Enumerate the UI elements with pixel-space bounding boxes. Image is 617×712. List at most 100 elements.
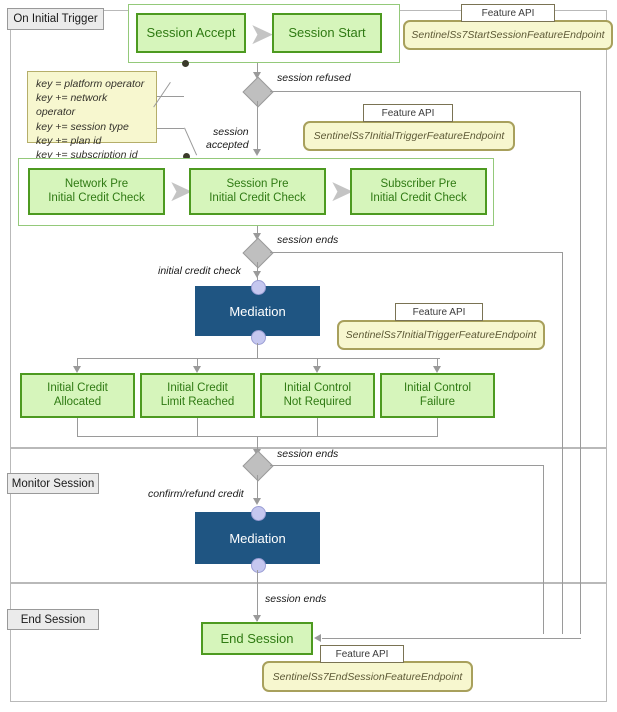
arrow-down-outcome-1 <box>73 366 81 373</box>
box-label: Subscriber Pre Initial Credit Check <box>370 177 467 204</box>
arrow-down-to-prechecks <box>253 149 261 156</box>
feature-api-tab: Feature API <box>461 4 555 22</box>
mediation-initial-port-top <box>251 280 266 295</box>
return-merge-into-end-session <box>322 638 581 639</box>
fanout-drop-3 <box>317 358 318 370</box>
fanout-drop-2 <box>197 358 198 370</box>
session-start-label: Session Start <box>288 25 366 41</box>
edge-label-session-refused: session refused <box>277 72 351 84</box>
box-label: Network Pre Initial Credit Check <box>48 177 145 204</box>
return-line-middle <box>562 252 563 634</box>
arrow-down-to-mediation-monitor <box>253 498 261 505</box>
edge-label-session-ends-2: session ends <box>277 448 339 460</box>
edge-session-ends-1-horizontal <box>270 252 563 253</box>
arrow-left-into-end-session <box>314 634 321 642</box>
feature-api-endpoint: SentinelSs7InitialTriggerFeatureEndpoint <box>345 329 537 341</box>
edge-label-session-accepted-line2: accepted <box>206 139 249 152</box>
mediation-monitor-port-top <box>251 506 266 521</box>
feature-api-tab: Feature API <box>395 303 483 321</box>
edge-prechecks-to-decision2 <box>257 226 258 239</box>
edge-label-session-accepted: session accepted <box>206 126 249 152</box>
lane-monitor-session <box>10 448 607 583</box>
key-note-line: key += subscription id <box>36 148 138 161</box>
lane-label-end-session: End Session <box>7 609 99 630</box>
arrow-down-to-decision1 <box>253 72 261 79</box>
session-accept-box[interactable]: Session Accept <box>136 13 246 53</box>
feature-api-tab-label: Feature API <box>481 7 535 19</box>
feature-api-end-session: SentinelSs7EndSessionFeatureEndpoint <box>262 661 473 692</box>
feature-api-tab: Feature API <box>363 104 453 122</box>
fanin-rise-2 <box>197 418 198 436</box>
feature-api-tab-label: Feature API <box>412 306 466 318</box>
edge-label-session-accepted-line1: session <box>213 126 249 138</box>
return-line-outer <box>580 91 581 634</box>
key-note: key = platform operator key += network o… <box>27 71 157 161</box>
network-pre-initial-credit-check[interactable]: Network Pre Initial Credit Check <box>28 168 165 215</box>
arrow-down-to-mediation-initial <box>253 271 261 278</box>
key-note-anchor-dot-upper <box>182 60 189 67</box>
mediation-label: Mediation <box>229 530 286 546</box>
lane-label-text: On Initial Trigger <box>13 13 98 25</box>
feature-api-endpoint: SentinelSs7StartSessionFeatureEndpoint <box>411 29 605 41</box>
arrow-down-to-end-session <box>253 615 261 622</box>
fanout-bus-top <box>77 358 440 359</box>
fanin-rise-3 <box>317 418 318 436</box>
key-note-line: key += session type <box>36 120 129 133</box>
box-label: Session Pre Initial Credit Check <box>209 177 306 204</box>
lane-label-text: Monitor Session <box>11 477 95 490</box>
end-session-box[interactable]: End Session <box>201 622 313 655</box>
feature-api-initial-trigger-upper: SentinelSs7InitialTriggerFeatureEndpoint <box>303 121 515 151</box>
fanin-rise-4 <box>437 418 438 436</box>
edge-decision3-to-mediation-monitor <box>257 475 258 500</box>
feature-api-initial-trigger-lower: SentinelSs7InitialTriggerFeatureEndpoint <box>337 320 545 350</box>
lane-label-on-initial-trigger: On Initial Trigger <box>7 8 104 30</box>
flow-arrow-icon: ➤ <box>329 175 355 208</box>
edge-start-to-decision1 <box>257 63 258 76</box>
subscriber-pre-initial-credit-check[interactable]: Subscriber Pre Initial Credit Check <box>350 168 487 215</box>
feature-api-tab-label: Feature API <box>335 648 389 660</box>
mediation-label: Mediation <box>229 303 286 319</box>
edge-fanin-to-decision3 <box>257 436 258 454</box>
key-note-anchor-dot-lower <box>183 153 190 160</box>
end-session-label: End Session <box>220 630 294 646</box>
fanout-drop-4 <box>437 358 438 370</box>
lane-end-session <box>10 583 607 702</box>
key-note-line: key += network operator <box>36 92 108 119</box>
edge-session-refused-horizontal <box>270 91 581 92</box>
feature-api-endpoint: SentinelSs7EndSessionFeatureEndpoint <box>272 670 463 683</box>
lane-label-monitor-session: Monitor Session <box>7 473 99 494</box>
edge-mediation-to-fanout <box>257 343 258 358</box>
fanout-drop-1 <box>77 358 78 370</box>
mediation-initial-port-bottom <box>251 330 266 345</box>
arrow-down-outcome-3 <box>313 366 321 373</box>
lane-label-text: End Session <box>20 613 86 626</box>
fanin-rise-1 <box>77 418 78 436</box>
arrow-down-to-decision2 <box>253 233 261 240</box>
edge-label-confirm-refund-credit: confirm/refund credit <box>148 488 244 500</box>
session-accept-label: Session Accept <box>146 25 236 41</box>
session-pre-initial-credit-check[interactable]: Session Pre Initial Credit Check <box>189 168 326 215</box>
feature-api-start-session: SentinelSs7StartSessionFeatureEndpoint <box>403 20 613 50</box>
key-note-leader-lower <box>157 128 184 129</box>
key-note-leader-upper <box>157 96 184 97</box>
edge-session-ends-2-horizontal <box>270 465 544 466</box>
session-start-box[interactable]: Session Start <box>272 13 382 53</box>
return-line-inner <box>543 465 544 634</box>
feature-api-tab-label: Feature API <box>381 107 435 119</box>
edge-label-session-ends-1: session ends <box>277 234 339 246</box>
mediation-monitor-port-bottom <box>251 558 266 573</box>
edge-mediation-monitor-to-end-session <box>257 570 258 621</box>
edge-label-session-ends-3: session ends <box>265 593 327 605</box>
edge-decision1-to-prechecks <box>257 101 258 151</box>
key-note-line: key += plan id <box>36 134 102 147</box>
key-note-line: key = platform operator <box>36 78 145 90</box>
